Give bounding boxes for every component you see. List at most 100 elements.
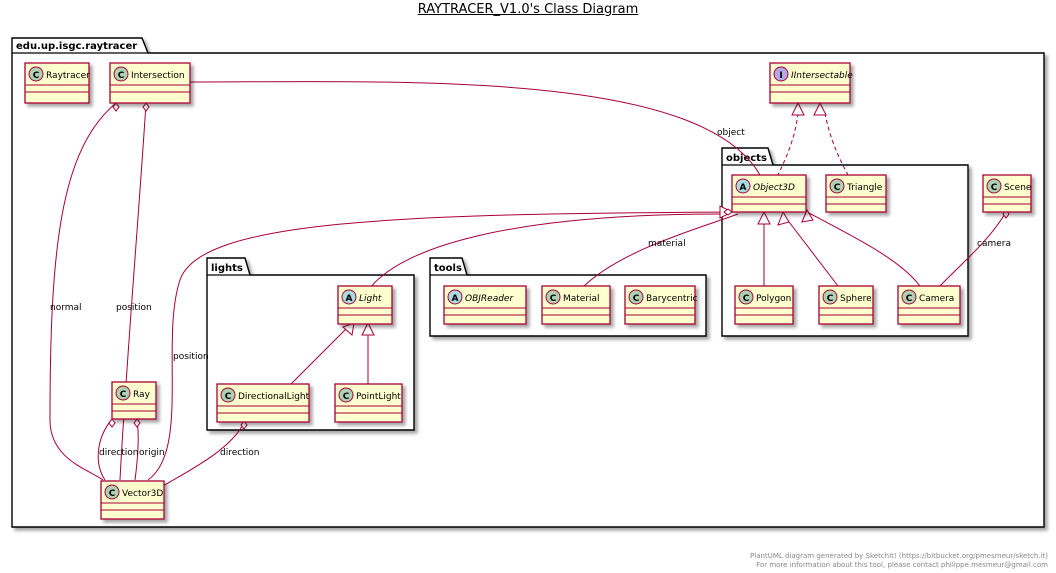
footer-line-2: For more information about this tool, pl… bbox=[756, 561, 1048, 569]
stereotype-circle-icon bbox=[901, 289, 917, 305]
diagram-title: RAYTRACER_V1.0's Class Diagram bbox=[417, 2, 639, 17]
stereotype-letter: A bbox=[740, 183, 747, 193]
class-light[interactable]: A Light bbox=[337, 285, 393, 325]
class-name: DirectionalLight bbox=[238, 392, 310, 402]
relation-light-directionallight bbox=[289, 324, 351, 386]
stereotype-letter: C bbox=[550, 294, 557, 304]
label-camera: camera bbox=[977, 239, 1011, 249]
label-normal: normal bbox=[50, 303, 82, 313]
class-name: Triangle bbox=[846, 183, 883, 193]
stereotype-letter: C bbox=[906, 294, 913, 304]
realizations bbox=[777, 112, 849, 176]
class-ray[interactable]: C Ray bbox=[111, 381, 157, 420]
stereotype-letter: A bbox=[346, 294, 353, 304]
stereotype-letter: C bbox=[33, 71, 40, 81]
class-barycentric[interactable]: C Barycentric bbox=[624, 285, 698, 325]
class-name: Barycentric bbox=[646, 294, 698, 304]
class-name: OBJReader bbox=[465, 294, 514, 304]
stereotype-letter: I bbox=[779, 71, 782, 81]
stereotype-circle-icon bbox=[545, 289, 561, 305]
relation-scene-camera bbox=[939, 211, 1007, 287]
class-object3d[interactable]: A Object3D bbox=[731, 174, 807, 213]
class-pointlight[interactable]: C PointLight bbox=[334, 383, 403, 423]
class-material[interactable]: C Material bbox=[541, 285, 611, 325]
relation-material-object3d bbox=[581, 213, 739, 289]
package-root-label: edu.up.isgc.raytracer bbox=[16, 41, 137, 52]
label-object: object bbox=[717, 128, 745, 138]
stereotype-circle-icon bbox=[447, 289, 463, 305]
footer-line-1: PlantUML diagram generated by SketchIt! … bbox=[750, 552, 1048, 560]
class-name: Ray bbox=[133, 390, 151, 400]
stereotype-circle-icon bbox=[104, 484, 120, 500]
relation-object3d-position bbox=[147, 211, 733, 481]
class-name: Raytracer bbox=[46, 71, 90, 81]
class-intersection[interactable]: C Intersection bbox=[109, 62, 191, 104]
label-origin: origin bbox=[139, 448, 165, 458]
class-name: Scene bbox=[1004, 183, 1032, 193]
stereotype-circle-icon bbox=[628, 289, 644, 305]
class-directionallight[interactable]: C DirectionalLight bbox=[216, 383, 310, 423]
class-polygon[interactable]: C Polygon bbox=[734, 285, 794, 325]
relation-directionallight-direction bbox=[162, 422, 245, 487]
stereotype-circle-icon bbox=[986, 178, 1002, 194]
class-camera[interactable]: C Camera bbox=[897, 285, 961, 325]
stereotype-letter: C bbox=[225, 392, 232, 402]
class-box bbox=[624, 285, 696, 325]
stereotype-letter: C bbox=[834, 183, 841, 193]
class-name: Intersection bbox=[131, 71, 185, 81]
label-material: material bbox=[648, 239, 686, 249]
stereotype-circle-icon bbox=[773, 66, 789, 82]
stereotype-letter: C bbox=[991, 183, 998, 193]
stereotype-letter: C bbox=[109, 489, 116, 499]
relation-light-object3d bbox=[369, 213, 723, 289]
stereotype-letter: C bbox=[118, 71, 125, 81]
class-name: Camera bbox=[919, 294, 954, 304]
class-objreader[interactable]: A OBJReader bbox=[443, 285, 527, 325]
label-position-object3d: position bbox=[173, 352, 209, 362]
stereotype-circle-icon bbox=[220, 387, 236, 403]
stereotype-circle-icon bbox=[822, 289, 838, 305]
relation-intersection-object3d bbox=[189, 81, 761, 176]
relations bbox=[49, 81, 1007, 487]
package-lights-label: lights bbox=[211, 263, 243, 274]
stereotype-circle-icon bbox=[735, 178, 751, 194]
relation-object3d-camera bbox=[806, 211, 921, 287]
stereotype-letter: C bbox=[120, 390, 127, 400]
arrowheads bbox=[342, 101, 827, 336]
package-tools-label: tools bbox=[434, 263, 462, 274]
label-direction-ray: direction bbox=[99, 448, 138, 458]
relation-intersection-position bbox=[119, 102, 147, 481]
stereotype-circle-icon bbox=[113, 66, 129, 82]
class-name: Polygon bbox=[756, 294, 791, 304]
package-objects-label: objects bbox=[726, 153, 767, 164]
relation-ray-direction bbox=[97, 418, 113, 481]
class-name: IIntersectable bbox=[791, 71, 853, 81]
class-name: Material bbox=[563, 294, 600, 304]
class-raytracer[interactable]: C Raytracer bbox=[24, 62, 90, 104]
stereotype-letter: C bbox=[743, 294, 750, 304]
relation-intersection-normal bbox=[49, 102, 117, 481]
stereotype-letter: A bbox=[452, 294, 459, 304]
class-name: Light bbox=[359, 294, 382, 304]
class-name: Vector3D bbox=[122, 489, 163, 499]
class-name: Object3D bbox=[753, 183, 795, 193]
realization-object3d-iintersectable bbox=[777, 112, 799, 176]
class-triangle[interactable]: C Triangle bbox=[825, 174, 887, 213]
stereotype-letter: C bbox=[633, 294, 640, 304]
label-direction-light: direction bbox=[220, 448, 259, 458]
class-vector3d[interactable]: C Vector3D bbox=[100, 480, 165, 520]
stereotype-letter: C bbox=[343, 392, 350, 402]
stereotype-circle-icon bbox=[28, 66, 44, 82]
stereotype-circle-icon bbox=[115, 385, 131, 401]
class-iintersectable[interactable]: I IIntersectable bbox=[769, 62, 853, 104]
class-name: PointLight bbox=[356, 392, 401, 402]
class-box bbox=[216, 383, 310, 423]
realization-triangle-iintersectable bbox=[824, 112, 849, 176]
class-scene[interactable]: C Scene bbox=[982, 174, 1032, 213]
relation-object3d-sphere bbox=[782, 213, 839, 287]
stereotype-circle-icon bbox=[338, 387, 354, 403]
stereotype-circle-icon bbox=[829, 178, 845, 194]
